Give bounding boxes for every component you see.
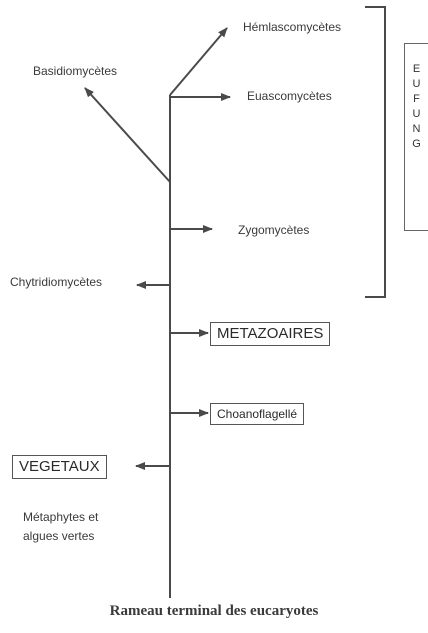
eufung-box: E U F U N G	[404, 43, 428, 231]
branch-basidiomycetes	[84, 87, 171, 183]
label-chytridiomycetes: Chytridiomycètes	[10, 275, 103, 289]
note-line-2: algues vertes	[23, 529, 95, 543]
label-zygomycetes: Zygomycètes	[238, 223, 310, 237]
label-basidiomycetes: Basidiomycètes	[33, 64, 118, 78]
box-metazoaires: METAZOAIRES	[210, 322, 331, 346]
label-euascomycetes: Euascomycètes	[247, 89, 332, 103]
note-line-1: Métaphytes et	[23, 510, 99, 524]
note-metaphytes: Métaphytes et algues vertes	[23, 508, 98, 546]
eufung-letter: G	[412, 138, 421, 150]
fungi-bracket	[365, 6, 386, 298]
box-choanoflagelle: Choanoflagellé	[210, 403, 305, 425]
eufung-letter: U	[412, 78, 421, 90]
box-vegetaux: VEGETAUX	[12, 455, 107, 479]
label-hemiascomycetes: Hémlascomycètes	[243, 20, 342, 34]
eufung-letter: F	[413, 93, 420, 105]
diagram-title: Rameau terminal des eucaryotes	[109, 603, 319, 619]
eufung-letter: E	[412, 63, 421, 75]
branch-hemiascomycetes	[169, 27, 228, 96]
eufung-letter: N	[412, 123, 421, 135]
eufung-letter: U	[412, 108, 421, 120]
